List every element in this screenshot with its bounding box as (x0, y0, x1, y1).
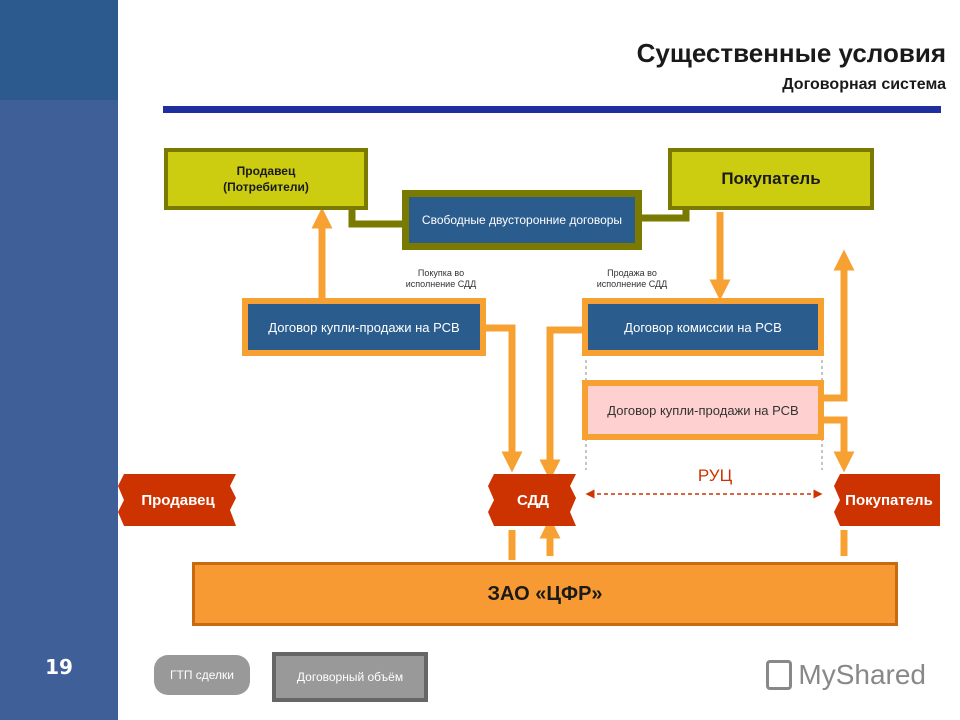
note-purchase: Покупка во исполнение СДД (386, 268, 496, 290)
seller-bottom-shape (118, 474, 236, 526)
seller-top-sublabel: (Потребители) (223, 180, 309, 194)
contract-commission-box: Договор комиссии на РСВ (582, 298, 824, 356)
free-contracts-box: Свободные двусторонние договоры (402, 190, 642, 250)
connector-buyer-free (640, 208, 690, 222)
cfr-box: ЗАО «ЦФР» (192, 562, 898, 626)
logo: MyShared (766, 655, 926, 695)
contract-sale-right-box: Договор купли-продажи на РСВ (582, 380, 824, 440)
note-sale: Продажа во исполнение СДД (574, 268, 690, 290)
arrow-right-up (824, 249, 855, 402)
page-subtitle: Договорная система (782, 76, 946, 93)
arrow-sdd-to-commission (539, 326, 582, 481)
seller-bottom-label: Продавец (141, 491, 215, 509)
seller-top-label: Продавец (236, 164, 296, 178)
connector-seller-free (348, 208, 404, 228)
buyer-top-box: Покупатель (668, 148, 874, 210)
sdd-label: СДД (516, 491, 549, 509)
page-number: 19 (45, 655, 73, 679)
seller-top-box: Продавец (Потребители) (164, 148, 368, 210)
legend-volume: Договорный объём (272, 652, 428, 702)
note-purchase-line2: исполнение СДД (405, 279, 477, 289)
arrow-right-down (824, 416, 855, 473)
sidebar-top-block (0, 0, 118, 100)
contract-sale-left-box: Договор купли-продажи на РСВ (242, 298, 486, 356)
note-purchase-line1: Покупка во (417, 268, 465, 278)
sidebar (0, 0, 118, 720)
buyer-bottom-shape (834, 474, 940, 526)
logo-icon (766, 660, 793, 690)
title-rule (163, 106, 941, 113)
sdd-shape (488, 474, 576, 526)
page-title: Существенные условия (636, 38, 946, 68)
ruc-label: РУЦ (697, 466, 733, 485)
arrow-left-to-sdd (486, 324, 523, 473)
buyer-bottom-label: Покупатель (845, 491, 933, 509)
legend-gtp: ГТП сделки (154, 655, 250, 695)
note-sale-line1: Продажа во (607, 268, 657, 278)
note-sale-line2: исполнение СДД (596, 279, 668, 289)
logo-text: MyShared (798, 659, 926, 690)
